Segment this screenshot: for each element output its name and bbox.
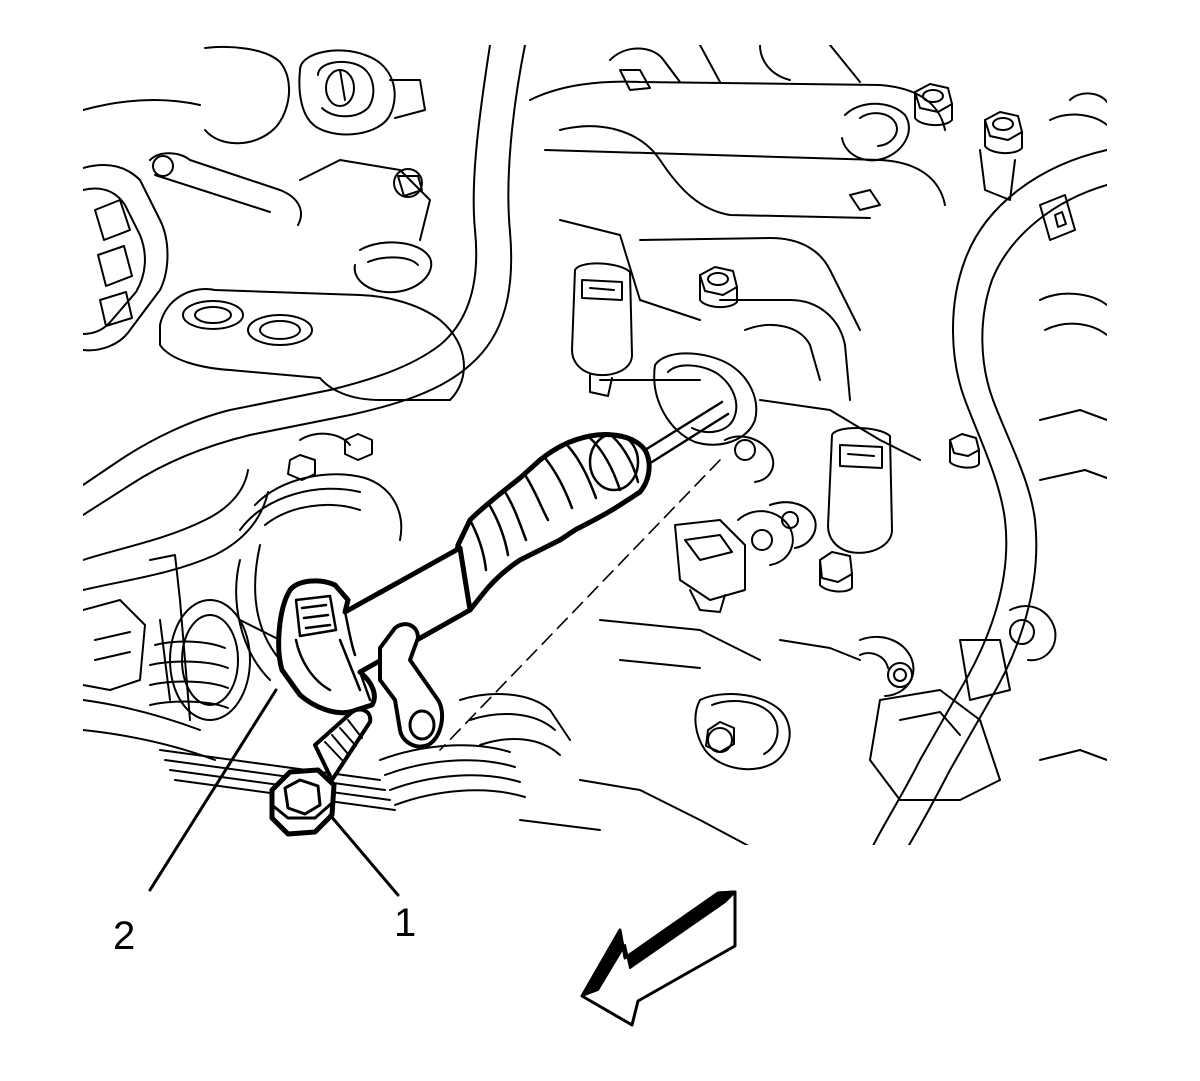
upper-left-connector	[83, 45, 426, 145]
camshaft-cover	[529, 45, 946, 461]
lower-left-details	[83, 432, 373, 691]
solenoid-valve	[276, 400, 730, 749]
solenoid-valve-housing	[276, 545, 473, 716]
solenoid-valve-spool	[447, 432, 652, 614]
front-direction-arrow-icon	[580, 890, 737, 1027]
right-side-hardware	[869, 92, 1107, 801]
ignition-coil-connector-upper	[571, 262, 633, 397]
coolant-tube-right	[869, 149, 1107, 852]
callout-label-1: 1	[394, 901, 417, 945]
ignition-coil-connector-lower	[819, 427, 893, 593]
lower-right-block	[519, 619, 915, 852]
callout-leaders	[148, 688, 400, 897]
solenoid-valve-stem	[643, 400, 730, 464]
actuator-bore-housing	[653, 352, 794, 566]
cover-bolts	[699, 83, 1023, 469]
engine-background-linework	[83, 45, 1107, 852]
bolt	[269, 707, 373, 837]
leader-line-2	[148, 688, 278, 892]
coolant-tube-left	[83, 45, 526, 591]
solenoid-valve-flange	[378, 622, 445, 749]
accessory-pulley	[149, 473, 403, 721]
leader-line-1	[328, 813, 400, 897]
mounting-bracket	[159, 159, 465, 401]
bore-centerline	[439, 459, 721, 751]
left-wiring-harness	[83, 152, 302, 352]
sensor-connector-middle	[674, 501, 817, 613]
callout-label-2: 2	[113, 914, 136, 958]
bolt-shank	[313, 707, 373, 782]
